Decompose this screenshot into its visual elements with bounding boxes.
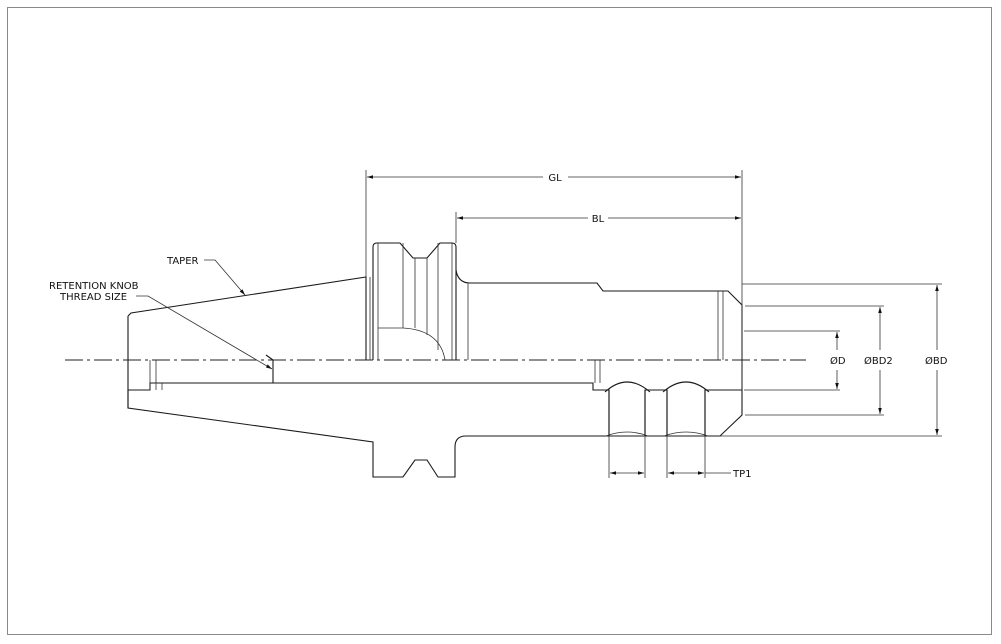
section-hatched (127, 381, 743, 478)
dimension-bl: BL (455, 212, 741, 243)
retention-label-line2: THREAD SIZE (59, 292, 127, 303)
dimension-gl: GL (365, 170, 743, 390)
bl-label: BL (592, 214, 605, 225)
taper-outline (127, 276, 367, 360)
bd2-label: ØBD2 (864, 355, 893, 367)
dimension-d: ØD (744, 330, 846, 391)
taper-callout: TAPER (166, 256, 246, 296)
tp1-label: TP1 (732, 469, 752, 480)
holder-outline (127, 242, 743, 408)
taper-leader (204, 259, 246, 296)
flange-outline (372, 242, 457, 360)
d-label: ØD (830, 355, 846, 367)
screw-hole-outline (608, 390, 706, 436)
retention-leader (136, 295, 273, 370)
taper-label: TAPER (166, 256, 199, 267)
gl-label: GL (548, 173, 562, 184)
dimension-bd: ØBD (720, 283, 948, 437)
retention-knob-callout: RETENTION KNOB THREAD SIZE (49, 281, 273, 370)
body-outline (455, 269, 743, 390)
screw-hole-domes (604, 381, 710, 393)
bd-label: ØBD (925, 355, 948, 367)
drawing-frame (7, 7, 992, 635)
retention-label-line1: RETENTION KNOB (49, 281, 139, 292)
dimension-bd2: ØBD2 (745, 305, 893, 416)
dimension-tp1: TP1 (608, 436, 752, 480)
